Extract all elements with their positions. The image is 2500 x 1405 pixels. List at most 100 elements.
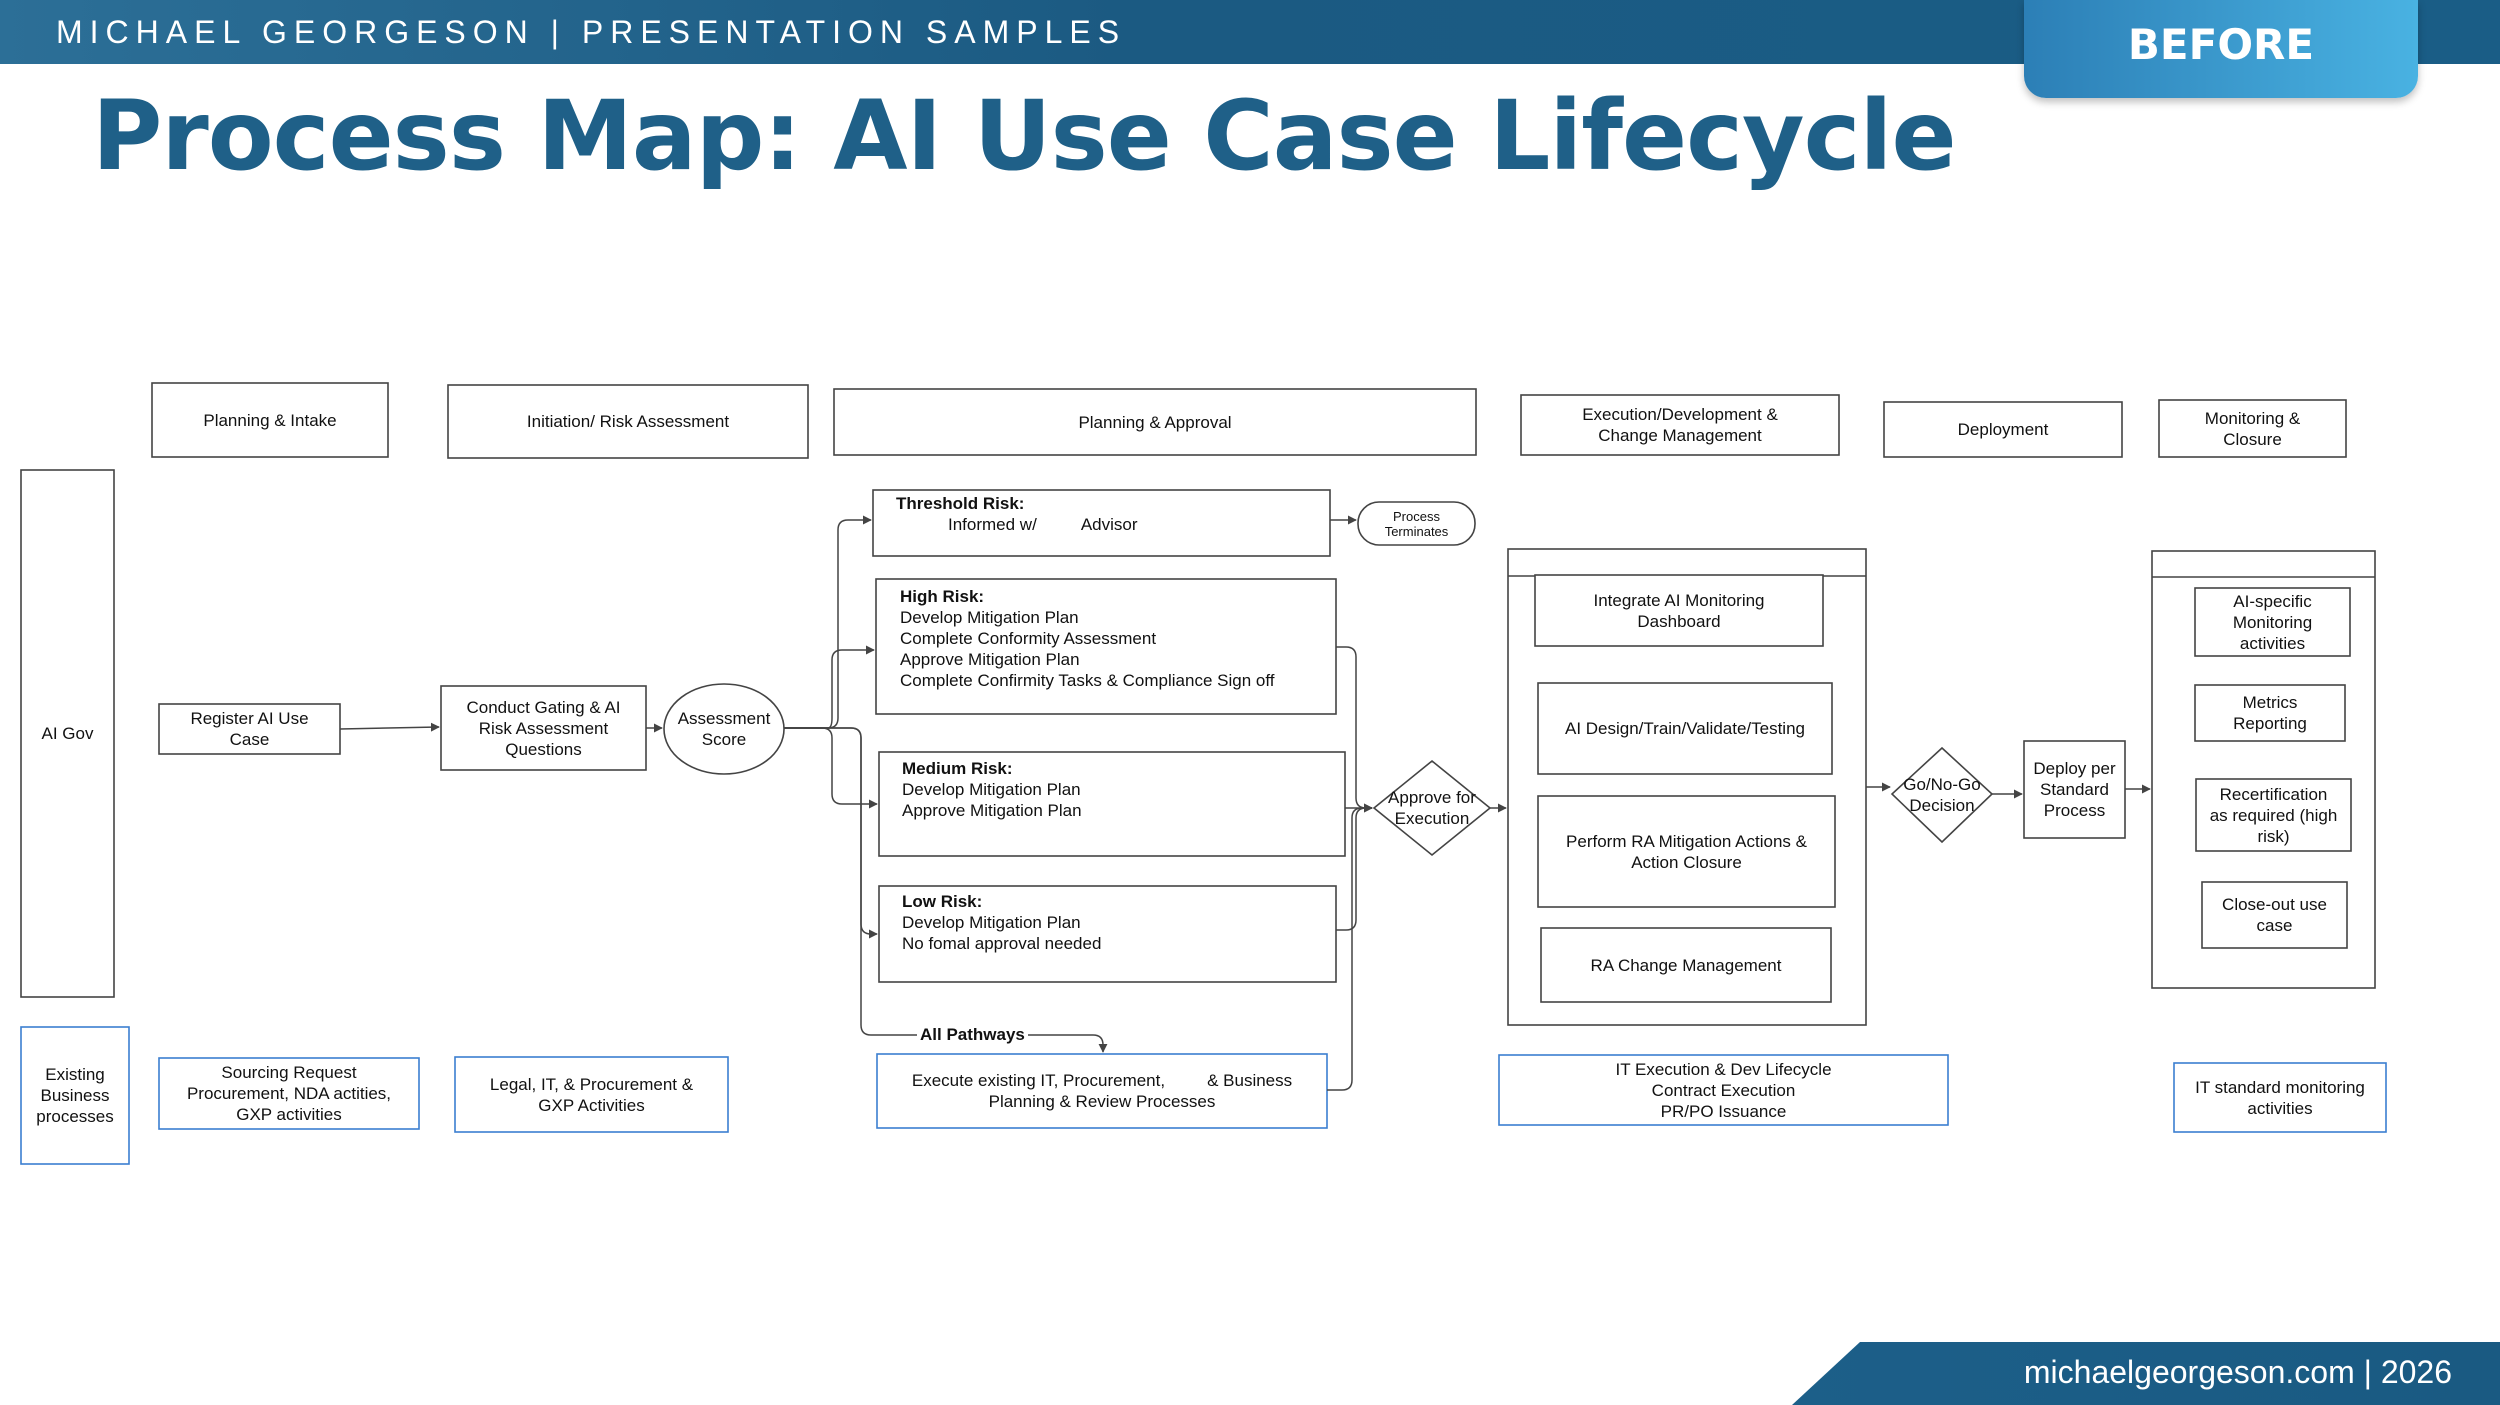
sourcing-box bbox=[158, 1057, 420, 1130]
conduct-label: Conduct Gating & AI Risk Assessment Ques… bbox=[441, 686, 646, 770]
phase-deployment-label: Deployment bbox=[1957, 420, 2049, 439]
it-execution-line-1: IT Execution & Dev Lifecycle bbox=[1615, 1059, 1832, 1079]
metrics-line-2: Reporting bbox=[2233, 714, 2307, 733]
go-no-go-line-1: Go/No-Go bbox=[1903, 775, 1981, 794]
medium-risk-title: Medium Risk: bbox=[902, 759, 1013, 778]
register-box bbox=[158, 703, 341, 755]
assessment-score-label: Assessment Score bbox=[664, 684, 784, 774]
recert-line-2: as required (high bbox=[2209, 805, 2338, 825]
design-train-label: AI Design/Train/Validate/Testing bbox=[1564, 719, 1805, 738]
phase-monitoring-box bbox=[2158, 399, 2347, 458]
it-execution-box bbox=[1498, 1054, 1949, 1126]
closeout-box bbox=[2201, 881, 2348, 949]
it-execution-line-3: PR/PO Issuance bbox=[1660, 1101, 1787, 1121]
closeout-line-1: Close-out use bbox=[2222, 895, 2327, 914]
phase-execution-line-1: Execution/Development & bbox=[1582, 405, 1778, 424]
conduct-box bbox=[440, 685, 647, 771]
existing-processes-label: Existing Business processes bbox=[21, 1027, 129, 1164]
it-monitoring-box bbox=[2173, 1062, 2387, 1133]
brand-text: MICHAEL GEORGESON | PRESENTATION SAMPLES bbox=[56, 14, 1127, 50]
metrics-label: Metrics Reporting bbox=[2195, 685, 2345, 741]
legal-box bbox=[454, 1056, 729, 1133]
monitoring-dashboard-label: Integrate AI Monitoring Dashboard bbox=[1535, 575, 1823, 646]
conduct-line-3: Questions bbox=[505, 739, 582, 759]
medium-risk-box bbox=[878, 751, 1346, 857]
mitigation-line-2: Action Closure bbox=[1631, 852, 1742, 872]
register-label: Register AI Use Case bbox=[159, 704, 340, 754]
threshold-risk-line: Informed w/ bbox=[948, 515, 1037, 534]
phase-execution-label: Execution/Development & Change Managemen… bbox=[1521, 395, 1839, 455]
execute-existing-line-1: Execute existing IT, Procurement, & Busin… bbox=[912, 1070, 1292, 1091]
phase-initiation-box bbox=[447, 384, 809, 459]
deploy-line-2: Standard bbox=[2040, 780, 2109, 799]
existing-processes-box bbox=[20, 1026, 130, 1165]
existing-line-1: Existing bbox=[45, 1065, 105, 1084]
recert-box bbox=[2195, 778, 2352, 852]
metrics-line-1: Metrics bbox=[2242, 693, 2298, 712]
mitigation-actions-label: Perform RA Mitigation Actions & Action C… bbox=[1538, 796, 1835, 907]
terminates-line-1: Process bbox=[1393, 508, 1440, 524]
deploy-line-3: Process bbox=[2043, 801, 2106, 820]
medium-risk-line-2: Approve Mitigation Plan bbox=[902, 801, 1082, 820]
go-no-go-line-2: Decision bbox=[1909, 796, 1975, 815]
threshold-risk-title: Threshold Risk: bbox=[896, 494, 1025, 513]
deploy-box bbox=[2023, 740, 2126, 839]
high-risk-line-4: Complete Confirmity Tasks & Compliance S… bbox=[900, 671, 1275, 690]
phase-monitoring-line-2: Closure bbox=[2223, 429, 2282, 449]
score-line-1: Assessment bbox=[677, 709, 771, 728]
execute-existing-label: Execute existing IT, Procurement, & Busin… bbox=[877, 1054, 1327, 1128]
register-line-1: Register AI Use bbox=[190, 709, 309, 728]
phase-deployment-box bbox=[1883, 401, 2123, 458]
dashboard-line-2: Dashboard bbox=[1637, 611, 1721, 631]
phase-planning-intake-label: Planning & Intake bbox=[203, 410, 337, 430]
approve-line-2: Execution bbox=[1394, 809, 1470, 828]
phase-execution-box bbox=[1520, 394, 1840, 456]
design-train-box bbox=[1537, 682, 1833, 775]
recert-label: Recertification as required (high risk) bbox=[2196, 779, 2351, 851]
mitigation-actions-box bbox=[1537, 795, 1836, 908]
high-risk-text: High Risk: Develop Mitigation Plan Compl… bbox=[900, 586, 1274, 691]
low-risk-line-1: Develop Mitigation Plan bbox=[902, 913, 1081, 932]
change-management-label: RA Change Management bbox=[1590, 955, 1782, 975]
ai-monitoring-label: AI-specific Monitoring activities bbox=[2195, 588, 2350, 656]
high-risk-title: High Risk: bbox=[900, 587, 985, 606]
execute-existing-line-2: Planning & Review Processes bbox=[988, 1092, 1216, 1111]
approve-line-1: Approve for bbox=[1388, 788, 1476, 807]
execute-existing-line-1-a: Execute existing IT, Procurement, bbox=[911, 1071, 1166, 1090]
footer-banner: michaelgeorgeson.com | 2026 bbox=[1792, 1342, 2500, 1405]
ai-monitoring-line-3: activities bbox=[2239, 633, 2306, 653]
all-pathways-label: All Pathways bbox=[917, 1024, 1028, 1045]
phase-monitoring-label: Monitoring & Closure bbox=[2159, 400, 2346, 457]
threshold-risk-text: Threshold Risk: Informed w/Advisor bbox=[896, 493, 1138, 535]
ai-gov-lane-box bbox=[20, 469, 115, 998]
high-risk-box bbox=[875, 578, 1337, 715]
legal-line-1: Legal, IT, & Procurement & bbox=[489, 1074, 694, 1094]
it-monitoring-label: IT standard monitoring activities bbox=[2174, 1063, 2386, 1132]
approve-execution-label: Approve for Execution bbox=[1374, 761, 1490, 855]
dashboard-line-1: Integrate AI Monitoring bbox=[1593, 590, 1765, 610]
legal-label: Legal, IT, & Procurement & GXP Activitie… bbox=[455, 1057, 728, 1132]
legal-line-2: GXP Activities bbox=[538, 1095, 645, 1115]
existing-line-3: processes bbox=[36, 1107, 114, 1126]
register-line-2: Case bbox=[229, 730, 270, 749]
phase-planning-approval-label: Planning & Approval bbox=[1078, 412, 1232, 432]
it-execution-line-2: Contract Execution bbox=[1651, 1080, 1796, 1100]
low-risk-line-2: No fomal approval needed bbox=[902, 934, 1102, 953]
conduct-line-2: Risk Assessment bbox=[478, 718, 609, 738]
ai-monitoring-box bbox=[2194, 587, 2351, 657]
approve-execution-diamond bbox=[1372, 759, 1492, 857]
sourcing-line-2: Procurement, NDA actities, bbox=[186, 1084, 392, 1103]
threshold-risk-box bbox=[872, 489, 1331, 557]
ai-monitoring-line-2: Monitoring bbox=[2232, 612, 2313, 632]
low-risk-text: Low Risk: Develop Mitigation Plan No fom… bbox=[902, 891, 1101, 954]
execute-existing-line-1-b: & Business bbox=[1207, 1071, 1293, 1090]
sourcing-line-1: Sourcing Request bbox=[221, 1063, 357, 1082]
medium-risk-line-1: Develop Mitigation Plan bbox=[902, 780, 1081, 799]
it-monitoring-line-1: IT standard monitoring bbox=[2195, 1077, 2365, 1097]
phase-planning-intake-box bbox=[151, 382, 389, 458]
low-risk-box bbox=[878, 885, 1337, 983]
page-title: Process Map: AI Use Case Lifecycle bbox=[92, 80, 1957, 192]
existing-line-2: Business bbox=[40, 1086, 110, 1105]
before-tag-label: BEFORE bbox=[2127, 20, 2315, 69]
